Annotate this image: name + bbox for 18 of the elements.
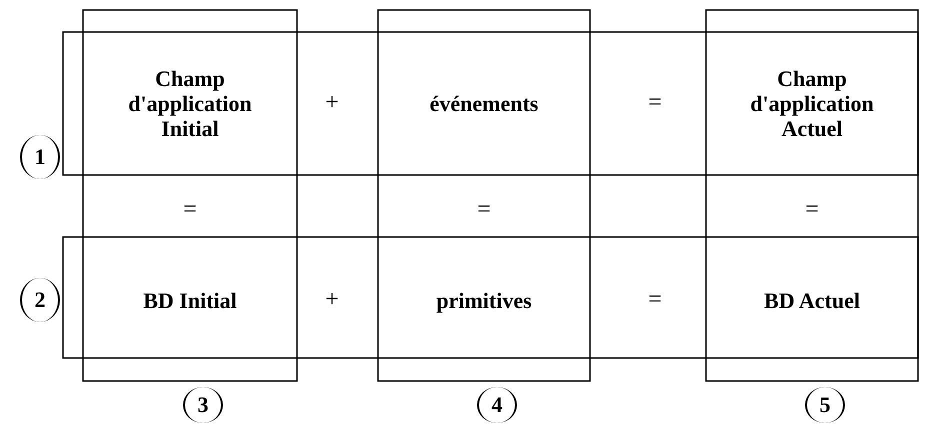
callout-number: 2 — [20, 278, 60, 322]
equals-sign: = — [648, 286, 662, 314]
equals-sign: = — [648, 90, 662, 116]
cell-text: BD Actuel — [737, 260, 887, 340]
equals-sign: = — [805, 196, 819, 224]
callout-number: 3 — [183, 387, 223, 423]
cell-text: Champ d'application Actuel — [737, 43, 887, 163]
callout-number: 1 — [20, 135, 60, 179]
plus-sign: + — [325, 90, 339, 116]
callout-number: 4 — [477, 387, 517, 423]
plus-sign: + — [325, 286, 339, 314]
cell-text: primitives — [394, 280, 574, 320]
cell-text: BD Initial — [115, 260, 265, 340]
equals-sign: = — [477, 196, 491, 224]
callout-number: 5 — [805, 387, 845, 423]
equals-sign: = — [183, 196, 197, 224]
cell-text: événements — [394, 73, 574, 133]
cell-text: Champ d'application Initial — [115, 43, 265, 163]
